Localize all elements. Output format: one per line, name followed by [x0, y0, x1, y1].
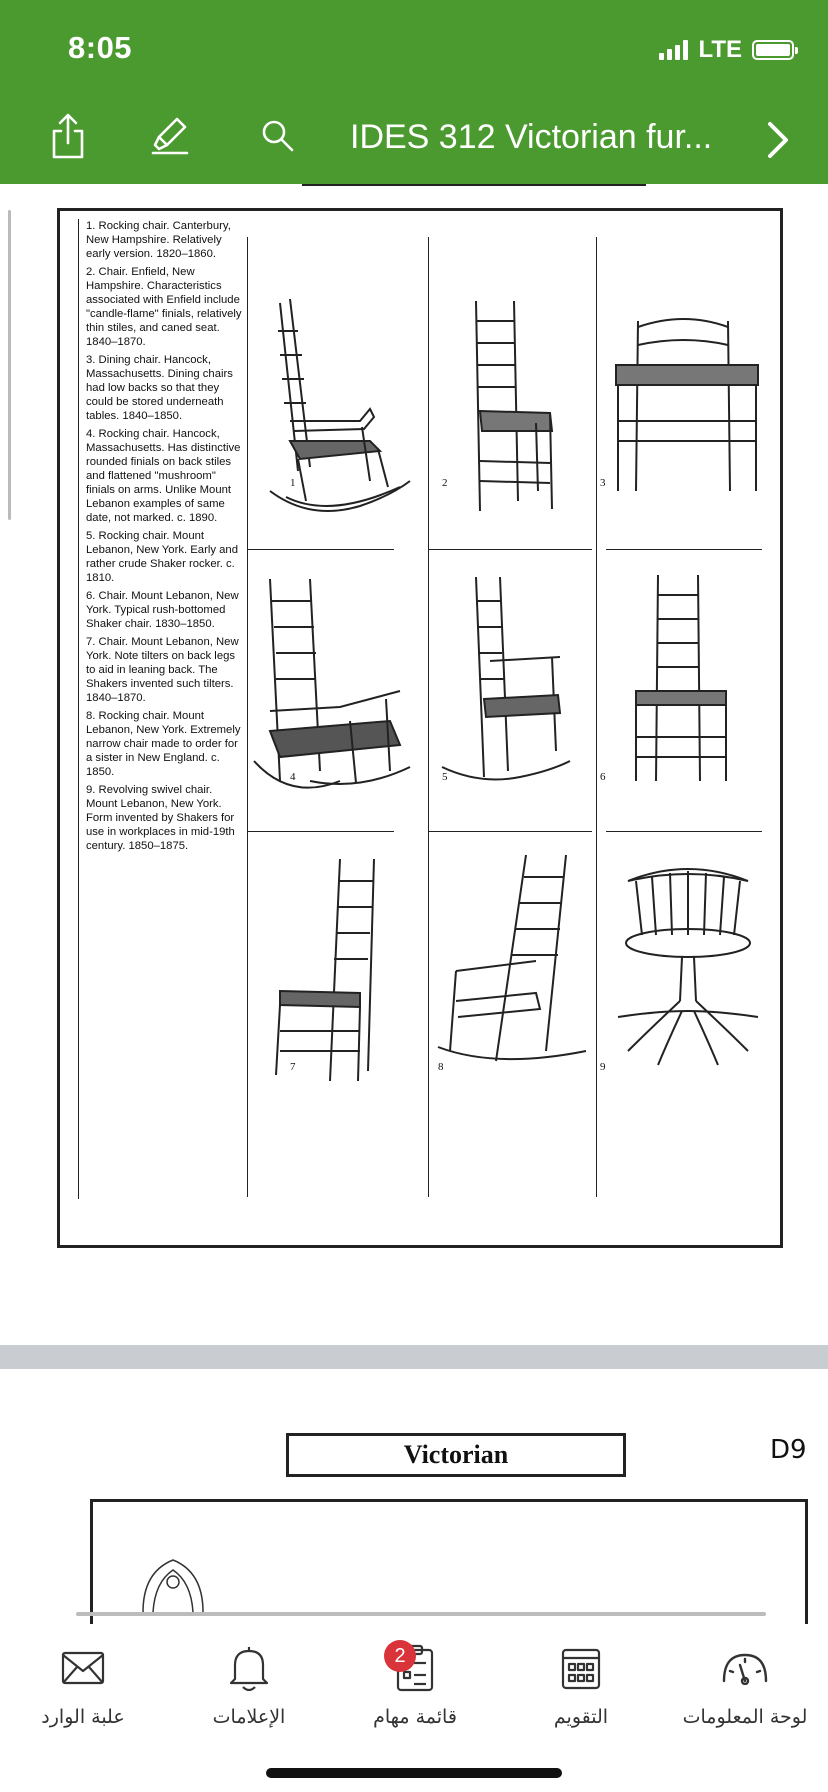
status-indicators: LTE	[659, 36, 798, 64]
chair-illustration-6	[635, 574, 727, 782]
caption: 9. Revolving swivel chair. Mount Lebanon…	[86, 784, 235, 852]
chair-illustration-1	[269, 298, 411, 512]
mail-icon	[61, 1640, 105, 1696]
figure-frame	[90, 1499, 808, 1699]
figure-number: 1	[290, 477, 296, 489]
caption: 4. Rocking chair. Hancock, Massachusetts…	[86, 428, 241, 524]
home-indicator[interactable]	[266, 1768, 562, 1778]
tab-notifications[interactable]: الإعلامات	[166, 1640, 332, 1740]
tab-dashboard[interactable]: لوحة المعلومات	[662, 1640, 828, 1740]
figure-frame: 1. Rocking chair. Canterbury, New Hampsh…	[57, 208, 783, 1248]
chair-illustration-9	[617, 868, 759, 1066]
share-icon[interactable]	[44, 112, 92, 160]
tab-label: التقويم	[553, 1706, 609, 1728]
tab-label: قائمة مهام	[373, 1706, 457, 1728]
column-divider	[247, 237, 248, 1197]
bell-icon	[227, 1640, 271, 1696]
row-divider	[248, 549, 394, 550]
bottom-tab-bar: علبة الوارد الإعلامات 2 قائمة مهام	[0, 1624, 828, 1792]
column-divider	[428, 237, 429, 1197]
chair-illustration-4	[253, 578, 411, 789]
dashboard-gauge-icon	[720, 1640, 770, 1696]
figure-number: 9	[600, 1061, 606, 1073]
horizontal-scrollbar[interactable]	[76, 1612, 766, 1616]
caption: 7. Chair. Mount Lebanon, New York. Note …	[86, 636, 239, 704]
chair-illustration-7	[275, 858, 375, 1082]
row-divider	[248, 831, 394, 832]
caption: 3. Dining chair. Hancock, Massachusetts.…	[86, 354, 233, 422]
figure-number: 4	[290, 771, 296, 783]
document-page-1: 1. Rocking chair. Canterbury, New Hampsh…	[0, 184, 828, 1344]
section-heading: Victorian	[286, 1433, 626, 1477]
caption: 1. Rocking chair. Canterbury, New Hampsh…	[86, 220, 231, 260]
search-icon[interactable]	[254, 112, 302, 160]
chevron-right-icon[interactable]	[758, 118, 798, 162]
task-count-badge: 2	[384, 1640, 416, 1672]
figure-number: 8	[438, 1061, 444, 1073]
figure-number: 7	[290, 1061, 296, 1073]
document-title[interactable]: IDES 312 Victorian fur...	[350, 118, 713, 156]
page-code: D9	[770, 1435, 807, 1465]
network-label: LTE	[698, 36, 742, 63]
tab-label: علبة الوارد	[41, 1706, 125, 1728]
tab-label: الإعلامات	[212, 1706, 286, 1728]
ornament-illustration	[142, 1559, 204, 1612]
tab-label: لوحة المعلومات	[682, 1706, 808, 1728]
row-divider	[428, 831, 592, 832]
caption-column: 1. Rocking chair. Canterbury, New Hampsh…	[78, 219, 246, 1199]
app-header: 8:05 LTE IDES 312 Victorian fur...	[0, 0, 828, 184]
caption: 6. Chair. Mount Lebanon, New York. Typic…	[86, 590, 239, 630]
signal-icon	[659, 40, 689, 60]
calendar-icon	[561, 1640, 601, 1696]
page-separator	[0, 1345, 828, 1369]
tab-task-list[interactable]: 2 قائمة مهام	[332, 1640, 498, 1740]
vertical-scrollbar[interactable]	[8, 210, 11, 520]
page-edge	[302, 184, 646, 186]
chair-illustration-3	[615, 318, 759, 492]
figure-number: 6	[600, 771, 606, 783]
tab-inbox[interactable]: علبة الوارد	[0, 1640, 166, 1740]
column-divider	[596, 237, 597, 1197]
tab-calendar[interactable]: التقويم	[498, 1640, 664, 1740]
figure-number: 5	[442, 771, 448, 783]
figure-number: 3	[600, 477, 606, 489]
row-divider	[606, 549, 762, 550]
chair-illustration-5	[441, 576, 571, 781]
chair-illustration-8	[437, 854, 587, 1062]
battery-icon	[752, 40, 798, 60]
highlighter-icon[interactable]	[146, 112, 194, 160]
row-divider	[428, 549, 592, 550]
figure-number: 2	[442, 477, 448, 489]
row-divider	[606, 831, 762, 832]
caption: 8. Rocking chair. Mount Lebanon, New Yor…	[86, 710, 241, 778]
caption: 2. Chair. Enfield, New Hampshire. Charac…	[86, 266, 242, 348]
document-viewer[interactable]: 1. Rocking chair. Canterbury, New Hampsh…	[0, 184, 828, 1699]
caption: 5. Rocking chair. Mount Lebanon, New Yor…	[86, 530, 238, 584]
chair-illustration-2	[475, 300, 554, 512]
status-time: 8:05	[68, 30, 133, 65]
document-page-2: Victorian D9	[0, 1369, 828, 1699]
